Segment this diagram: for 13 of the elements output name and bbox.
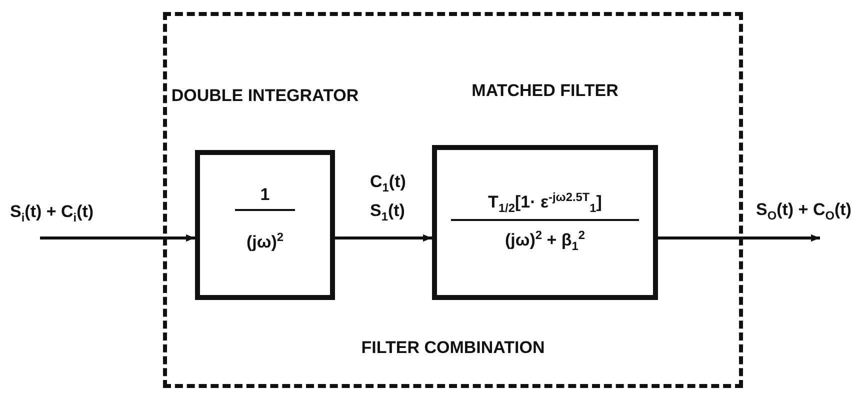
transfer-numerator: T$_{1/2}$[1· ε$^{-jω2.5T}$$_{1}$] — [451, 190, 639, 222]
group-title: FILTER COMBINATION — [360, 338, 546, 358]
transfer-numerator: 1 — [235, 185, 295, 211]
block-title: DOUBLE INTEGRATOR — [170, 85, 360, 106]
signal-label: C$_{1}$(t) S$_{1}$(t) — [370, 171, 407, 226]
signal-label: S$_{i}$(t) + C$_{i}$(t) — [10, 201, 94, 226]
transfer-denominator: (jω)$^{2}$ — [245, 230, 285, 253]
block-title: MATCHED FILTER — [470, 80, 620, 101]
signal-arrow — [658, 234, 820, 242]
signal-arrow — [40, 234, 195, 242]
signal-arrow — [335, 234, 432, 242]
dashed-group-boundary — [163, 12, 743, 388]
signal-label: S$_{O}$(t) + C$_{O}$(t) — [756, 199, 852, 224]
